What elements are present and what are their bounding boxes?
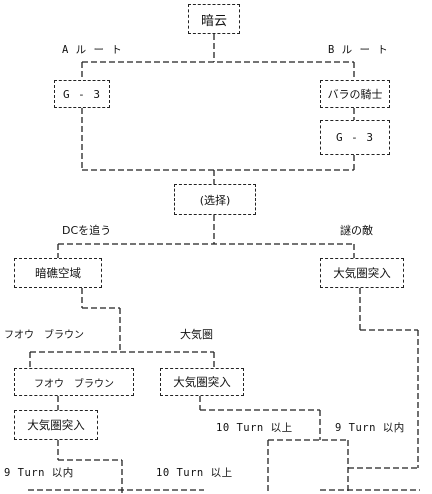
node-atmo-left[interactable]: 大気圏突入 bbox=[14, 410, 98, 440]
label-turn10-right: 10 Turn 以上 bbox=[216, 422, 293, 434]
label-route-a: A ル ー ト bbox=[62, 44, 123, 56]
node-a-g3[interactable]: G - 3 bbox=[54, 80, 110, 108]
label-turn9-left: 9 Turn 以内 bbox=[4, 467, 74, 479]
node-select[interactable]: (选择) bbox=[174, 184, 256, 215]
label-atmosphere: 大気圏 bbox=[180, 328, 213, 341]
label-mystery-enemy: 謎の敵 bbox=[340, 224, 373, 237]
node-b-g3[interactable]: G - 3 bbox=[320, 120, 390, 155]
node-root[interactable]: 暗云 bbox=[188, 4, 240, 34]
node-dark-reef[interactable]: 暗礁空域 bbox=[14, 258, 102, 288]
node-atmo-mid[interactable]: 大気圏突入 bbox=[160, 368, 244, 396]
node-b-knight[interactable]: バラの騎士 bbox=[320, 80, 390, 108]
label-chase-dc: DCを追う bbox=[62, 224, 112, 237]
label-route-b: B ル ー ト bbox=[328, 44, 389, 56]
label-turn10-left: 10 Turn 以上 bbox=[156, 467, 233, 479]
label-turn9-right: 9 Turn 以内 bbox=[335, 422, 405, 434]
label-fao-bran: フオウ ブラウン bbox=[4, 330, 84, 341]
node-atmo-right[interactable]: 大気圏突入 bbox=[320, 258, 404, 288]
node-fao-bran[interactable]: フオウ ブラウン bbox=[14, 368, 134, 396]
